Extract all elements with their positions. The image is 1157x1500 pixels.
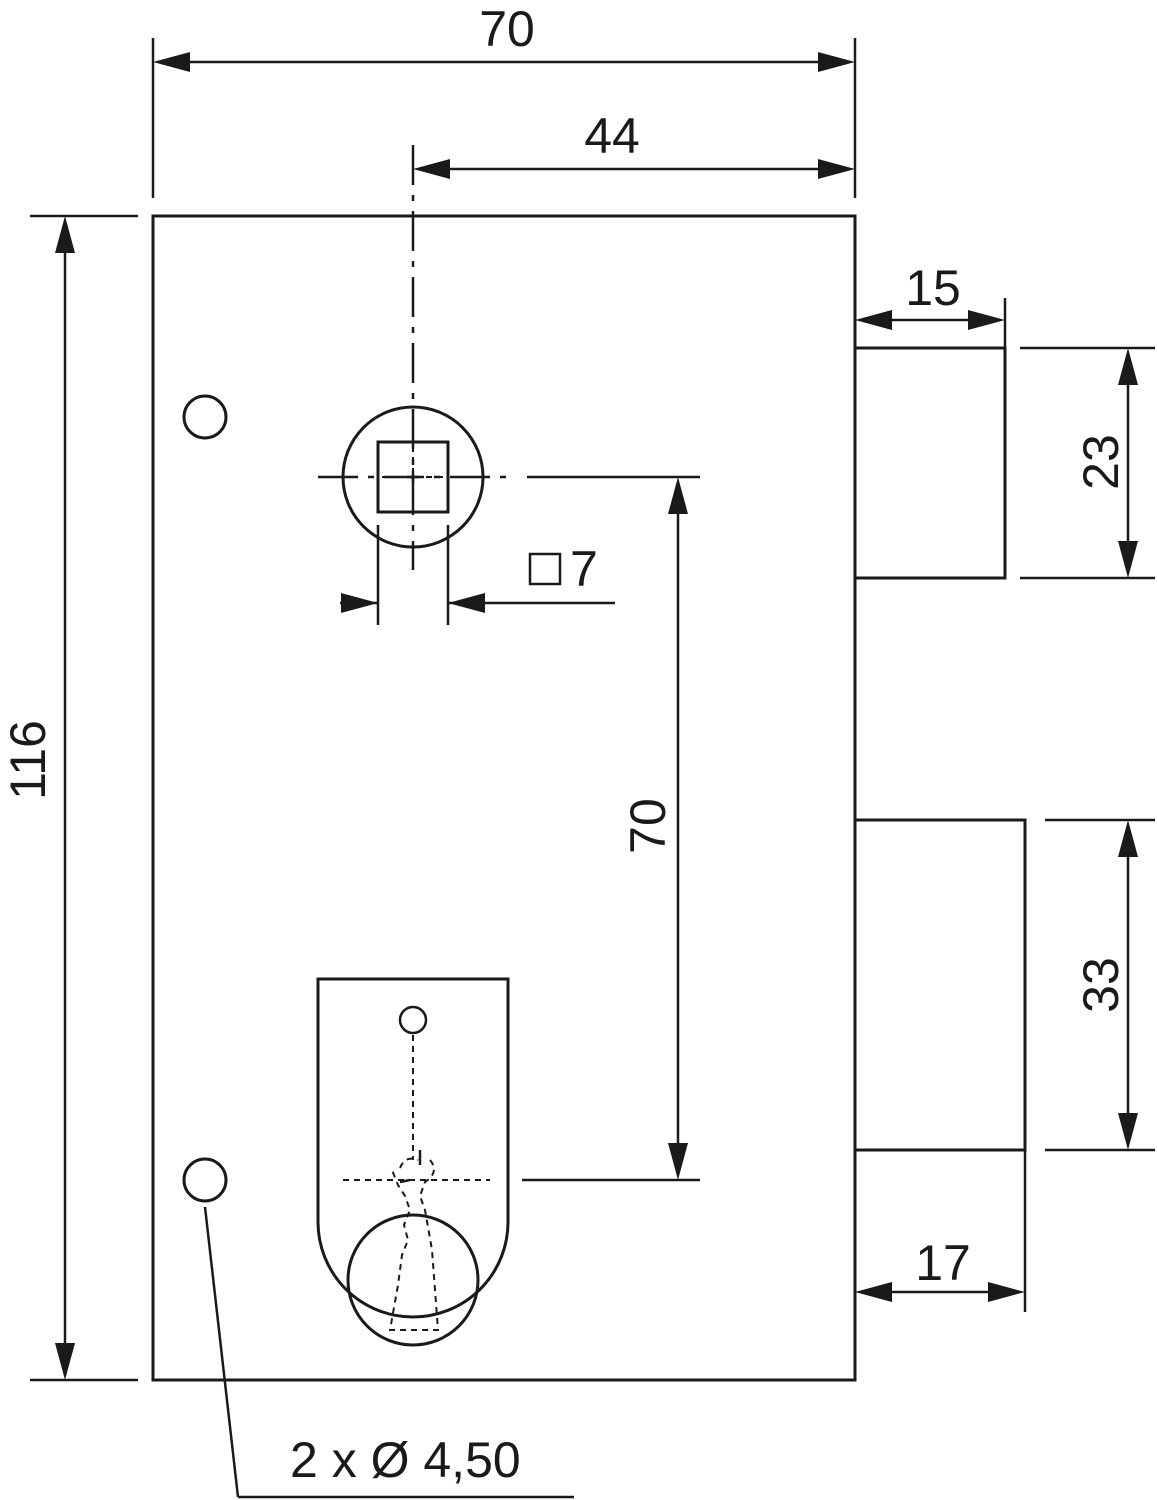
dead-bolt [855, 818, 1027, 1152]
square-symbol-icon [528, 552, 562, 586]
dimension-latch-height [1020, 346, 1155, 580]
dimension-spindle-offset [413, 159, 855, 179]
mounting-holes-leader [203, 1206, 574, 1499]
lock-case [151, 214, 857, 1382]
dimension-bolt-projection [855, 1150, 1027, 1312]
dimension-overall-width [151, 38, 857, 198]
dimension-overall-width-label: 70 [479, 1, 535, 57]
mounting-hole-bottom [182, 1157, 228, 1203]
cylinder-plate [316, 977, 510, 1347]
mounting-holes-label: 2 x Ø 4,50 [290, 1432, 521, 1488]
dimension-latch-projection [855, 298, 1007, 348]
dimension-square-label: 7 [570, 541, 598, 597]
dimension-latch-height-label: 23 [1073, 434, 1129, 490]
dimension-latch-projection-label: 15 [905, 260, 961, 316]
mounting-hole-top [182, 394, 228, 440]
dimension-spindle-offset-label: 44 [584, 108, 640, 164]
dimension-bolt-height-label: 33 [1073, 957, 1129, 1013]
dimension-square [340, 525, 615, 625]
dimension-overall-height-label: 116 [0, 720, 56, 800]
dimension-bolt-height [1045, 818, 1155, 1152]
dimension-bolt-projection-label: 17 [915, 1235, 971, 1291]
dimension-center-distance [522, 475, 700, 1182]
spindle-hub [318, 145, 510, 570]
dimension-center-distance-label: 70 [620, 798, 676, 854]
latch-bolt [855, 346, 1007, 580]
dimension-overall-height [30, 214, 138, 1382]
